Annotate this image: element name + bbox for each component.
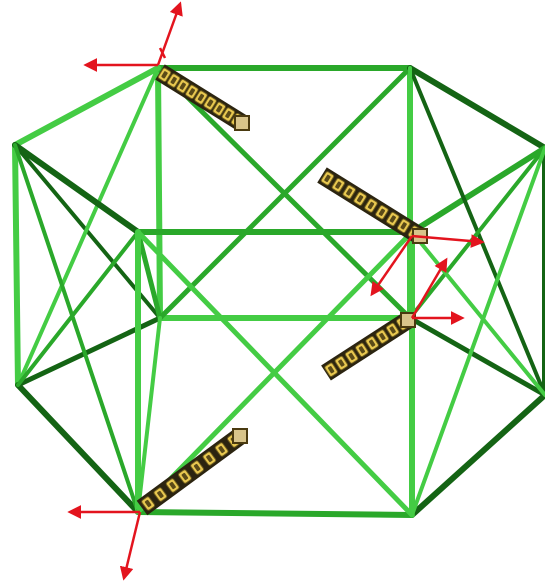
module-cell [331,177,346,193]
module-cell [344,349,359,364]
module-cell [194,90,208,105]
truss-beam [16,230,140,387]
truss-beam [135,229,415,515]
truss-beam [409,392,545,518]
module-cell [375,205,389,220]
module-top-left [155,64,250,131]
truss-beam [16,66,160,387]
module-cell [203,95,217,111]
module-cell [214,442,229,457]
truss-beam [407,315,545,398]
module-cell [353,191,367,206]
module-cell [385,322,400,338]
module-cell [342,184,356,200]
module-cell [396,218,411,234]
red-arrow [411,234,485,248]
red-arrow [370,235,414,297]
module-cell [153,487,168,502]
truss-beam [408,146,545,320]
red-arrow [410,257,448,319]
module-cell [365,335,379,351]
truss-beam [408,66,414,517]
module-middle-right [321,312,416,381]
red-arrow [119,511,142,581]
truss-beam [157,65,413,321]
truss-beam [409,145,545,235]
module-upper-right [317,167,428,244]
truss-frame [12,65,545,518]
truss-beam [136,316,162,514]
module-cell [386,211,400,227]
module-cell [212,101,226,117]
module-cell [177,469,192,484]
truss-beam [410,230,545,397]
truss-beam [135,509,415,518]
module-cell [202,451,217,466]
truss-beam [135,229,163,321]
truss-beam [12,65,161,148]
module-cell [324,362,338,377]
module-cell [185,84,199,100]
module-cell [166,73,181,88]
module-cell [165,478,180,493]
red-arrow [156,1,183,66]
sensor-modules [136,64,428,516]
red-arrow [158,47,167,59]
module-cell [334,355,349,371]
module-end-cap [234,115,250,131]
module-cell [375,329,390,344]
module-end-cap [232,428,248,444]
module-cell [320,171,335,186]
truss-beam [12,142,21,388]
truss-beam [407,65,545,151]
module-cell [190,460,205,475]
module-cell [157,67,172,83]
truss-beam [12,142,141,235]
truss-beam [410,146,545,517]
module-cell [176,78,190,94]
truss-beam [13,143,140,514]
module-cell [141,496,156,511]
truss-beam [15,382,141,515]
direction-arrows [67,1,485,581]
module-cell [221,107,236,122]
module-cell [355,342,369,358]
truss-beam [155,65,163,321]
module-cell [364,198,378,213]
module-bottom-left [136,428,248,516]
